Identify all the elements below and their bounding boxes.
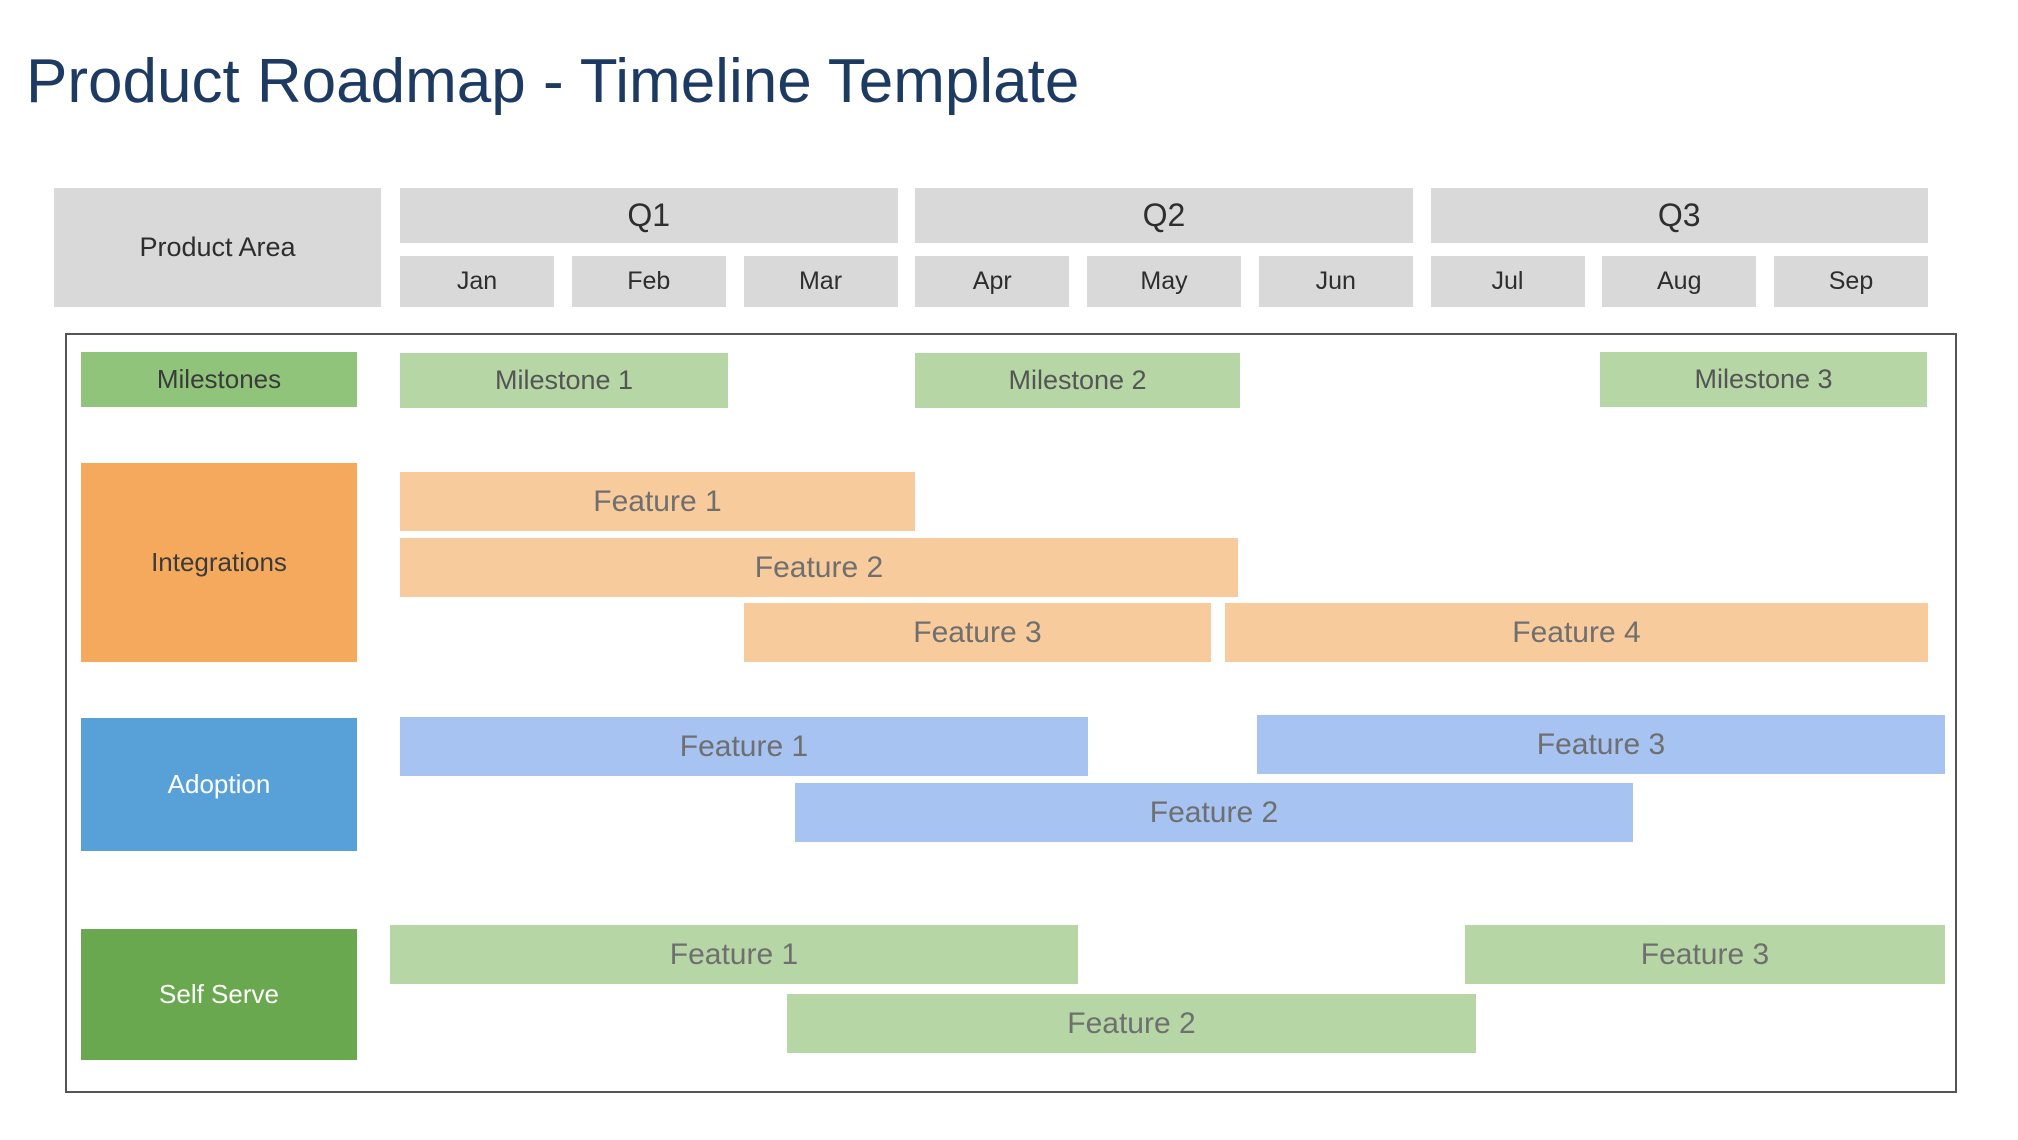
month-header-feb: Feb xyxy=(571,256,726,307)
month-header-may: May xyxy=(1087,256,1241,307)
bar-self-serve-feature-3: Feature 3 xyxy=(1465,925,1945,984)
month-header-jan: Jan xyxy=(400,256,554,307)
month-header-mar: Mar xyxy=(743,256,898,307)
bar-integrations-feature-2: Feature 2 xyxy=(400,538,1238,597)
quarter-header-q3: Q3 xyxy=(1430,188,1928,243)
chart-border-box xyxy=(65,333,1957,1093)
bar-adoption-feature-2: Feature 2 xyxy=(795,783,1633,842)
month-header-sep: Sep xyxy=(1774,256,1928,307)
row-label-adoption: Adoption xyxy=(81,718,357,851)
quarter-header-q1: Q1 xyxy=(400,188,898,243)
quarter-header-q2: Q2 xyxy=(915,188,1413,243)
month-header-apr: Apr xyxy=(915,256,1070,307)
bar-integrations-feature-4: Feature 4 xyxy=(1225,603,1928,662)
month-header-jul: Jul xyxy=(1430,256,1585,307)
bar-integrations-feature-3: Feature 3 xyxy=(744,603,1211,662)
bar-milestones-milestone-1: Milestone 1 xyxy=(400,353,728,408)
month-header-aug: Aug xyxy=(1602,256,1757,307)
bar-adoption-feature-1: Feature 1 xyxy=(400,717,1088,776)
row-label-self-serve: Self Serve xyxy=(81,929,357,1060)
row-label-integrations: Integrations xyxy=(81,463,357,662)
bar-self-serve-feature-2: Feature 2 xyxy=(787,994,1476,1053)
bar-adoption-feature-3: Feature 3 xyxy=(1257,715,1945,774)
page-title: Product Roadmap - Timeline Template xyxy=(26,47,1080,116)
row-label-milestones: Milestones xyxy=(81,352,357,407)
bar-self-serve-feature-1: Feature 1 xyxy=(390,925,1078,984)
bar-integrations-feature-1: Feature 1 xyxy=(400,472,915,531)
bar-milestones-milestone-2: Milestone 2 xyxy=(915,353,1240,408)
month-header-jun: Jun xyxy=(1258,256,1413,307)
product-area-header: Product Area xyxy=(54,188,381,307)
bar-milestones-milestone-3: Milestone 3 xyxy=(1600,352,1927,407)
